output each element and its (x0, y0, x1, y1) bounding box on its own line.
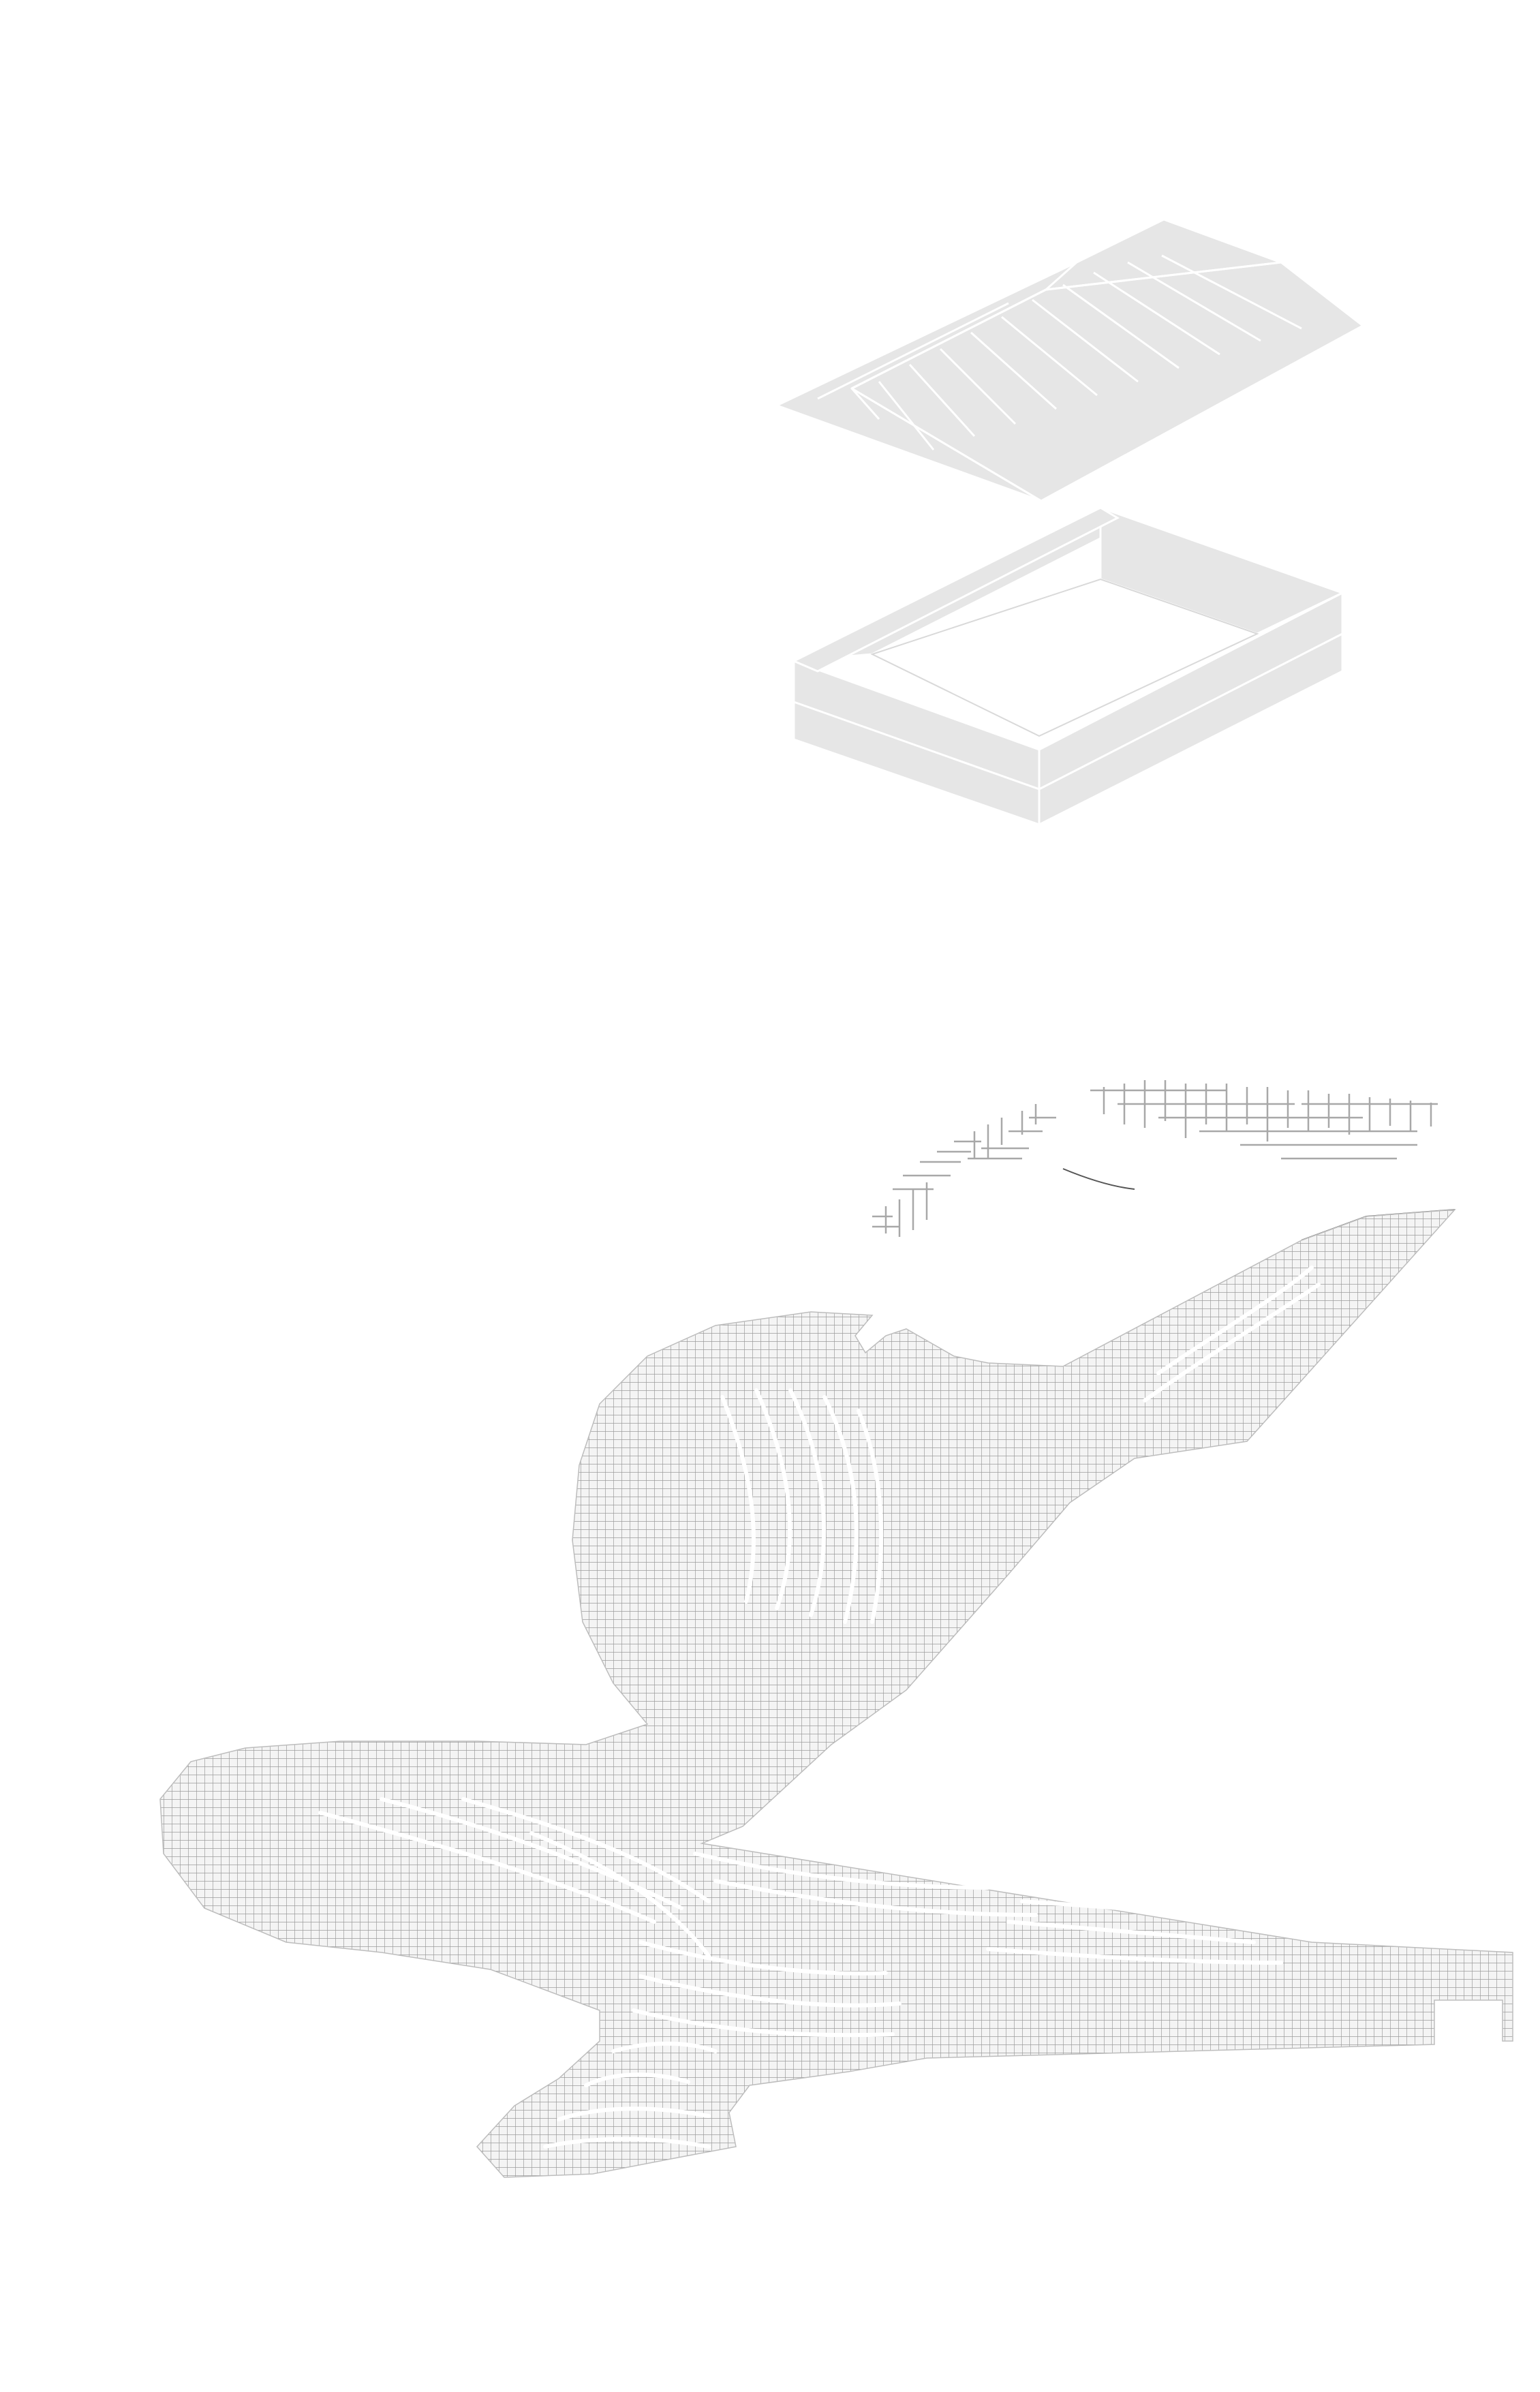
roof-canopy (775, 218, 1364, 502)
fragment-grid-left (872, 1104, 1056, 1237)
inner-court (870, 578, 1259, 737)
fragment-edge (1062, 1168, 1135, 1190)
wall-enclosure (791, 506, 1345, 827)
wall-band-right (1038, 632, 1343, 791)
fragment-grid-right (1090, 1080, 1438, 1160)
roof-ribs (817, 218, 1302, 450)
wall-top-left (791, 506, 1120, 673)
terrain-contours (318, 1266, 1321, 2149)
terrain-surface (159, 1209, 1513, 2178)
wall-band-left (793, 701, 1040, 791)
terrain-grid (159, 1209, 1513, 2178)
